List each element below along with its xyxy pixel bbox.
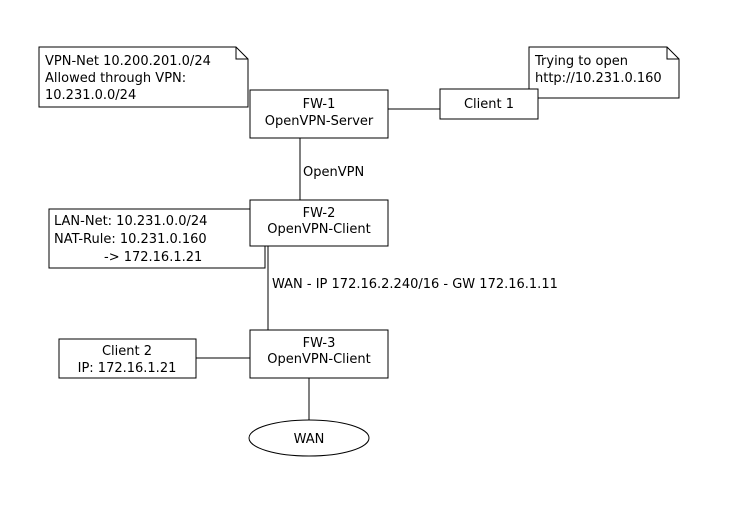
fw3-node: FW-3 OpenVPN-Client [249, 329, 389, 379]
fw2-subtitle: OpenVPN-Client [267, 222, 371, 237]
note-lan-net: LAN-Net: 10.231.0.0/24 NAT-Rule: 10.231.… [48, 208, 266, 269]
fw2-title: FW-2 [303, 206, 336, 221]
note-trying-line: http://10.231.0.160 [535, 71, 662, 86]
note-vpn-net-line: Allowed through VPN: [45, 71, 186, 86]
client1-node: Client 1 [439, 88, 539, 120]
edge-label-wan-ip: WAN - IP 172.16.2.240/16 - GW 172.16.1.1… [272, 277, 558, 292]
client1-label: Client 1 [464, 97, 514, 112]
note-vpn-net-line: VPN-Net 10.200.201.0/24 [45, 54, 211, 69]
wan-node: WAN [248, 419, 370, 457]
note-lan-net-line: NAT-Rule: 10.231.0.160 [54, 232, 207, 247]
note-lan-net-line: LAN-Net: 10.231.0.0/24 [54, 214, 207, 229]
edge-label-openvpn: OpenVPN [303, 165, 364, 180]
client2-title: Client 2 [102, 344, 152, 359]
fw1-subtitle: OpenVPN-Server [265, 114, 374, 129]
fw1-node: FW-1 OpenVPN-Server [249, 89, 389, 139]
client2-ip: IP: 172.16.1.21 [78, 361, 177, 376]
fw3-subtitle: OpenVPN-Client [267, 352, 371, 367]
fw3-title: FW-3 [303, 336, 336, 351]
fw2-node: FW-2 OpenVPN-Client [249, 199, 389, 247]
fw1-title: FW-1 [303, 97, 336, 112]
note-vpn-net: VPN-Net 10.200.201.0/24 Allowed through … [38, 46, 249, 108]
note-trying-to-open: Trying to open http://10.231.0.160 [528, 46, 680, 99]
client2-node: Client 2 IP: 172.16.1.21 [58, 338, 197, 379]
wan-label: WAN [294, 432, 325, 447]
note-vpn-net-line: 10.231.0.0/24 [45, 88, 136, 103]
note-trying-line: Trying to open [534, 54, 628, 69]
note-lan-net-line: -> 172.16.1.21 [104, 250, 202, 265]
